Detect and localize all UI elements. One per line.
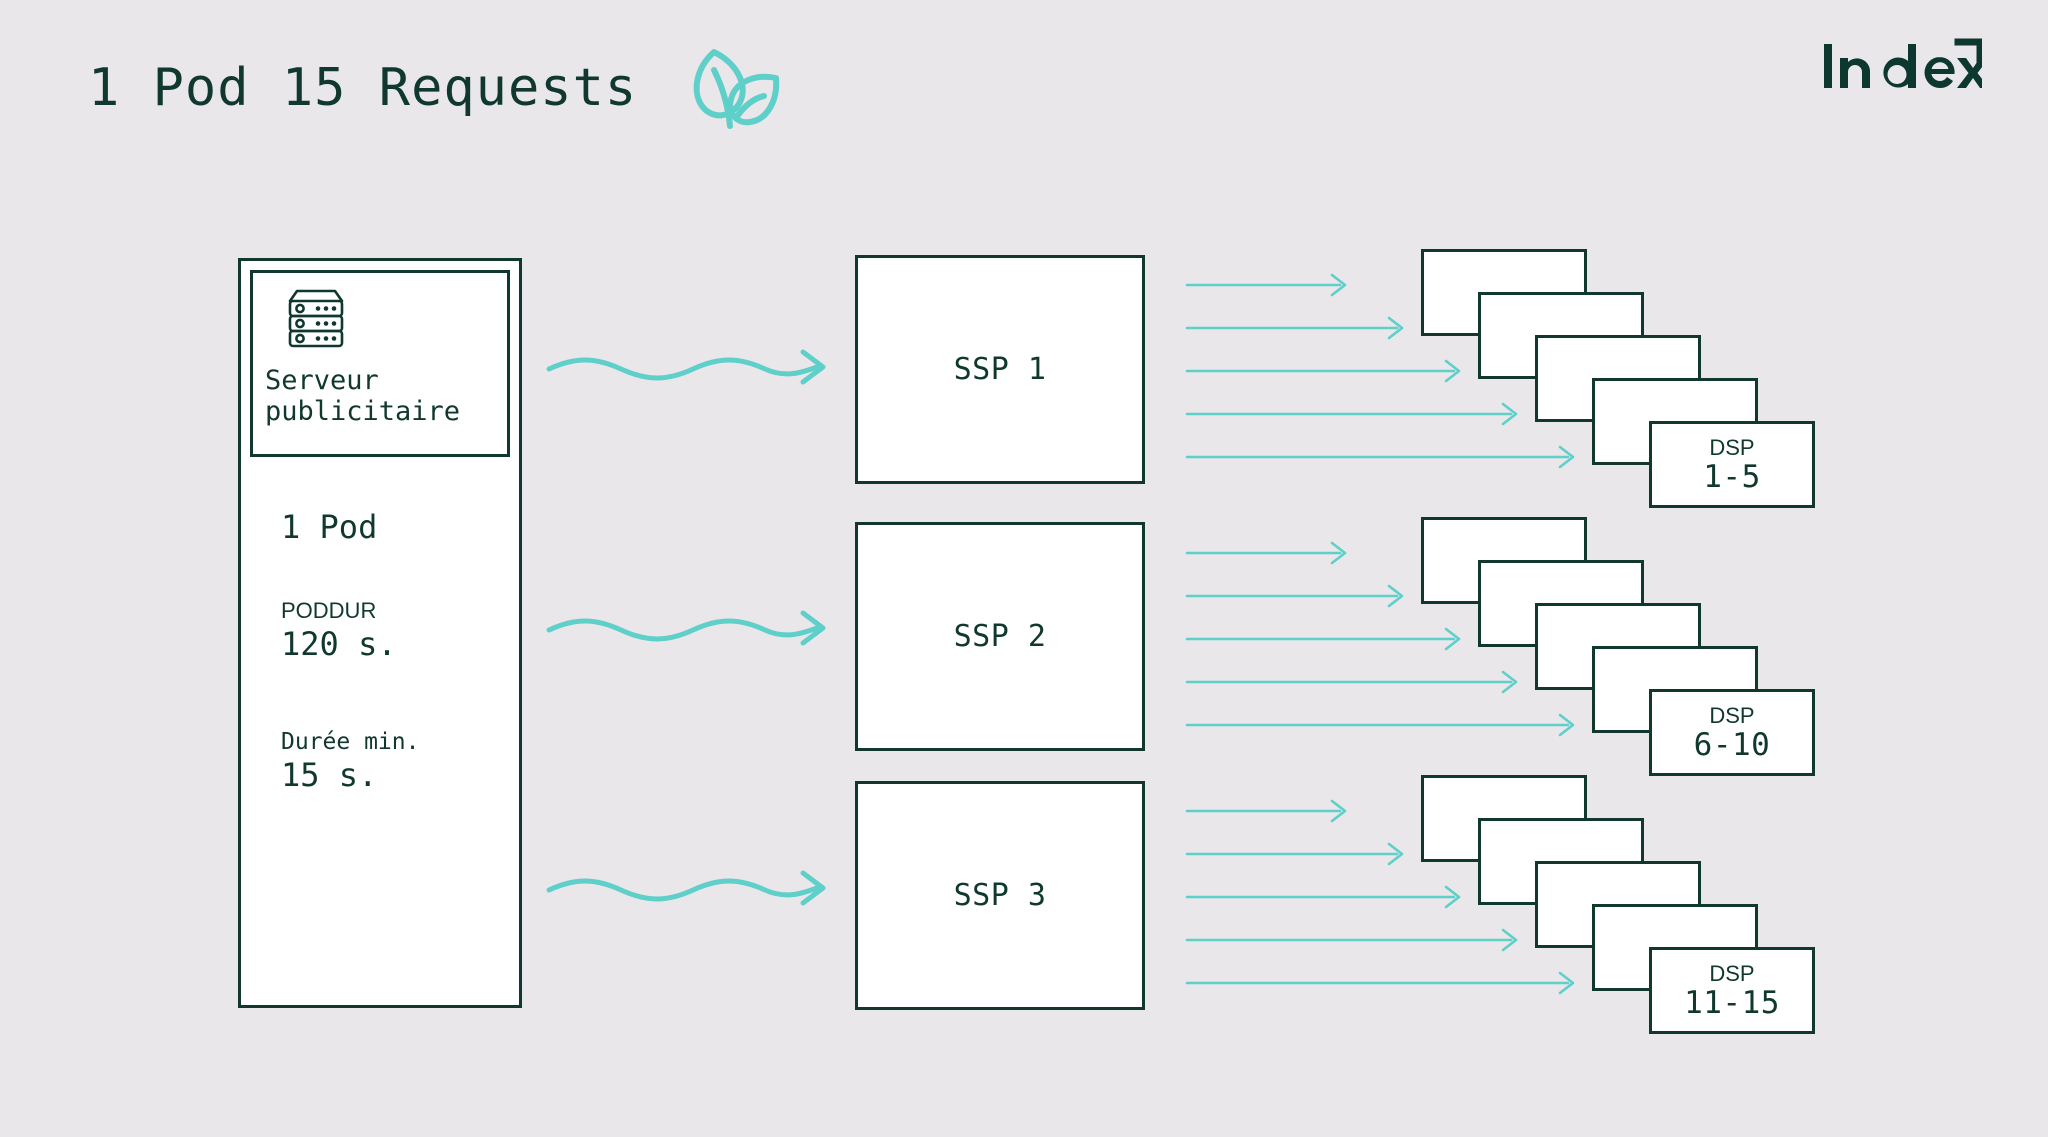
arrow-right-icon (1185, 885, 1461, 909)
dsp-range-label: 1-5 (1703, 458, 1761, 495)
dsp-range-label: 6-10 (1693, 726, 1771, 763)
leaf-icon (676, 34, 786, 134)
pod-stat-label: Durée min. (281, 729, 420, 755)
dsp-card-labeled: DSP 6-10 (1649, 689, 1815, 776)
pod-stat-pod-count: 1 Pod (281, 508, 377, 546)
dsp-card-labeled: DSP 11-15 (1649, 947, 1815, 1034)
ssp-label: SSP 3 (953, 878, 1047, 913)
pod-stat-label: PODDUR (281, 598, 377, 623)
brand-logo (1822, 38, 1989, 94)
ssp-box-2: SSP 2 (855, 522, 1145, 751)
page-title: 1 Pod 15 Requests (88, 58, 638, 118)
arrow-right-icon (1185, 541, 1347, 565)
dsp-card-labeled: DSP 1-5 (1649, 421, 1815, 508)
dsp-group-1: DSP 1-5 (1421, 249, 1821, 508)
ad-server-label: Serveur publicitaire (265, 365, 461, 427)
ssp-label: SSP 1 (953, 352, 1047, 387)
arrow-right-icon (1185, 627, 1461, 651)
wavy-arrow-icon (545, 344, 845, 390)
dsp-word-label: DSP (1709, 702, 1755, 728)
dsp-word-label: DSP (1709, 960, 1755, 986)
arrow-right-icon (1185, 799, 1347, 823)
arrow-right-icon (1185, 359, 1461, 383)
wavy-arrow-icon (545, 865, 845, 911)
server-rack-icon (282, 283, 350, 351)
dsp-group-3: DSP 11-15 (1421, 775, 1821, 1034)
pod-stat-value: 1 Pod (281, 508, 378, 546)
pod-stat-poddur: PODDUR 120 s. (281, 597, 397, 663)
arrow-right-icon (1185, 273, 1347, 297)
dsp-range-label: 11-15 (1684, 984, 1780, 1021)
arrow-right-icon (1185, 584, 1404, 608)
arrow-right-icon (1185, 842, 1404, 866)
ssp-box-3: SSP 3 (855, 781, 1145, 1010)
pod-stat-value: 120 s. (281, 625, 397, 663)
pod-stat-value: 15 s. (281, 756, 378, 794)
ssp-box-1: SSP 1 (855, 255, 1145, 484)
wavy-arrow-icon (545, 605, 845, 651)
pod-stat-min-duration: Durée min. 15 s. (281, 728, 419, 794)
arrow-right-icon (1185, 316, 1404, 340)
ssp-label: SSP 2 (953, 619, 1047, 654)
dsp-group-2: DSP 6-10 (1421, 517, 1821, 776)
dsp-word-label: DSP (1709, 434, 1755, 460)
